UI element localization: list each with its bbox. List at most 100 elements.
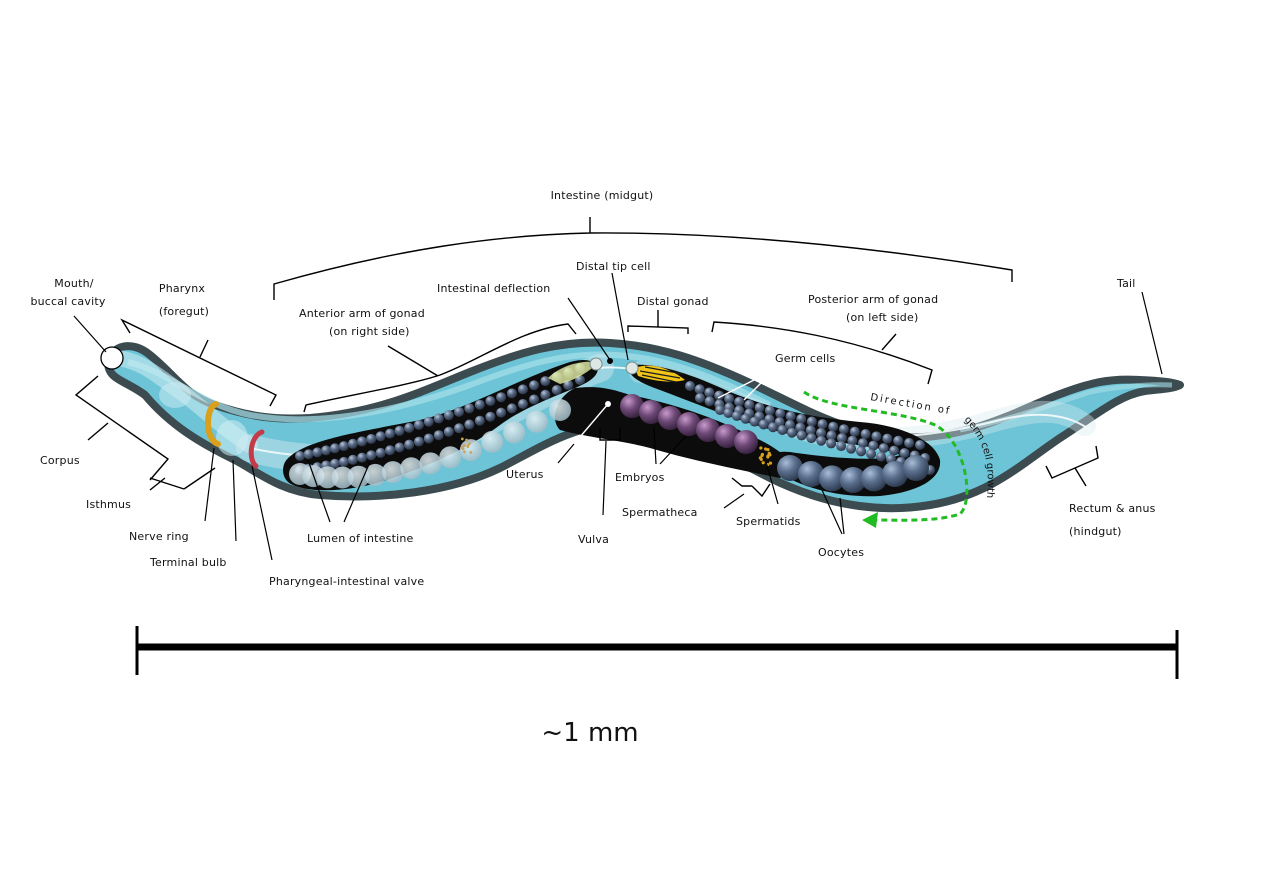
spermatid: [766, 455, 770, 459]
label-vulva: Vulva: [578, 533, 609, 546]
germ-cell: [904, 437, 915, 448]
corpus-bracket: [74, 375, 170, 481]
oocyte: [798, 461, 824, 487]
germ-cell: [485, 411, 496, 422]
germ-cell: [433, 430, 444, 441]
germ-cell: [303, 449, 314, 460]
germ-cell: [496, 392, 507, 403]
germ-cell: [836, 441, 847, 452]
rectum-bracket: [1045, 445, 1099, 487]
label-intestinal-deflection: Intestinal deflection: [437, 282, 550, 295]
label-mouth-line1: Mouth/: [54, 277, 93, 290]
germ-cell: [816, 435, 827, 446]
spermatid: [467, 442, 471, 446]
embryos-leader-1: [653, 427, 657, 465]
germ-cell: [899, 448, 910, 459]
pharynx-bracket: [120, 318, 277, 407]
embryo: [734, 430, 758, 454]
label-posterior-arm-line1: Posterior arm of gonad: [808, 293, 938, 306]
germ-cell: [321, 445, 332, 456]
valve-leader: [251, 465, 273, 561]
spermatids-leader: [765, 461, 779, 505]
embryo: [620, 394, 644, 418]
lumen-leader-2: [343, 461, 371, 523]
germ-cell: [847, 435, 858, 446]
germ-cell: [474, 415, 485, 426]
mouth-leader: [73, 315, 107, 353]
uterus-leader-white: [573, 403, 609, 445]
germ-cell: [540, 389, 551, 400]
germ-cell: [529, 380, 540, 391]
germ-cell: [329, 443, 340, 454]
spermatid: [465, 438, 468, 442]
germ-cell: [838, 424, 849, 435]
label-anterior-arm-line1: Anterior arm of gonad: [299, 307, 425, 320]
germ-cell: [777, 424, 788, 435]
nerve-ring-icon: [205, 401, 221, 447]
label-pharynx-line2: (foregut): [159, 305, 209, 318]
label-pharynx-line1: Pharynx: [159, 282, 206, 295]
germ-cell: [775, 408, 786, 419]
label-terminal-bulb: Terminal bulb: [149, 556, 227, 569]
germ-cell: [695, 393, 705, 403]
germ-cell: [464, 419, 475, 430]
label-lumen: Lumen of intestine: [307, 532, 414, 545]
germ-cell: [826, 438, 837, 449]
label-mouth-line2: buccal cavity: [30, 295, 105, 308]
germ-cell: [338, 441, 349, 452]
growth-arrowhead-icon: [862, 512, 878, 528]
terminal-bulb-shape: [216, 420, 248, 456]
germ-cell: [915, 440, 925, 450]
uterus-region: [555, 387, 791, 478]
germ-cell: [423, 416, 434, 427]
oocyte: [882, 461, 908, 487]
spermatid: [768, 453, 772, 457]
cells-layer: [289, 363, 935, 493]
labels: Intestine (midgut) Mouth/ buccal cavity …: [30, 189, 1155, 588]
lumen-cell: [503, 421, 526, 444]
germ-cell: [846, 443, 857, 454]
pharynx: [110, 350, 258, 456]
germ-cell: [517, 398, 528, 409]
germ-cell: [806, 433, 817, 444]
uterus-leader-black: [557, 443, 575, 464]
germ-cell: [485, 396, 496, 407]
valve-icon: [248, 429, 265, 469]
germ-cell: [338, 456, 349, 467]
germ-cell: [724, 393, 735, 404]
nerve-ring-leader: [204, 447, 215, 522]
intestine-bracket: [273, 217, 1013, 300]
germ-cell: [423, 433, 434, 444]
germ-cell: [856, 446, 867, 457]
germ-cell: [551, 385, 562, 396]
terminal-bulb-leader: [232, 459, 237, 542]
lumen-cell: [364, 463, 387, 486]
oocyte: [861, 465, 887, 492]
germ-cell: [817, 419, 828, 430]
dtc-leader: [611, 272, 629, 361]
label-isthmus: Isthmus: [86, 498, 131, 511]
spermatheca-bracket: [731, 477, 771, 498]
label-uterus: Uterus: [506, 468, 544, 481]
spermatid: [460, 437, 464, 441]
germ-cell: [795, 422, 806, 433]
label-spermatheca: Spermatheca: [622, 506, 698, 519]
label-corpus: Corpus: [40, 454, 80, 467]
germ-cell: [796, 430, 807, 441]
spermatid: [463, 450, 466, 454]
germ-cell: [767, 422, 778, 433]
germ-cell: [540, 376, 551, 387]
germ-cell: [329, 458, 340, 469]
label-spermatids: Spermatids: [736, 515, 801, 528]
germ-cell: [357, 452, 368, 463]
lumen-leader-1: [307, 459, 331, 523]
lumen-cell: [439, 446, 462, 469]
spermatheca-leader: [723, 493, 745, 509]
scale-label: ~1 mm: [541, 718, 638, 748]
posterior-distal-tip-cell: [625, 361, 639, 375]
deflection-dot: [607, 358, 613, 364]
germ-cell: [384, 428, 395, 439]
mouth-icon: [100, 346, 124, 370]
